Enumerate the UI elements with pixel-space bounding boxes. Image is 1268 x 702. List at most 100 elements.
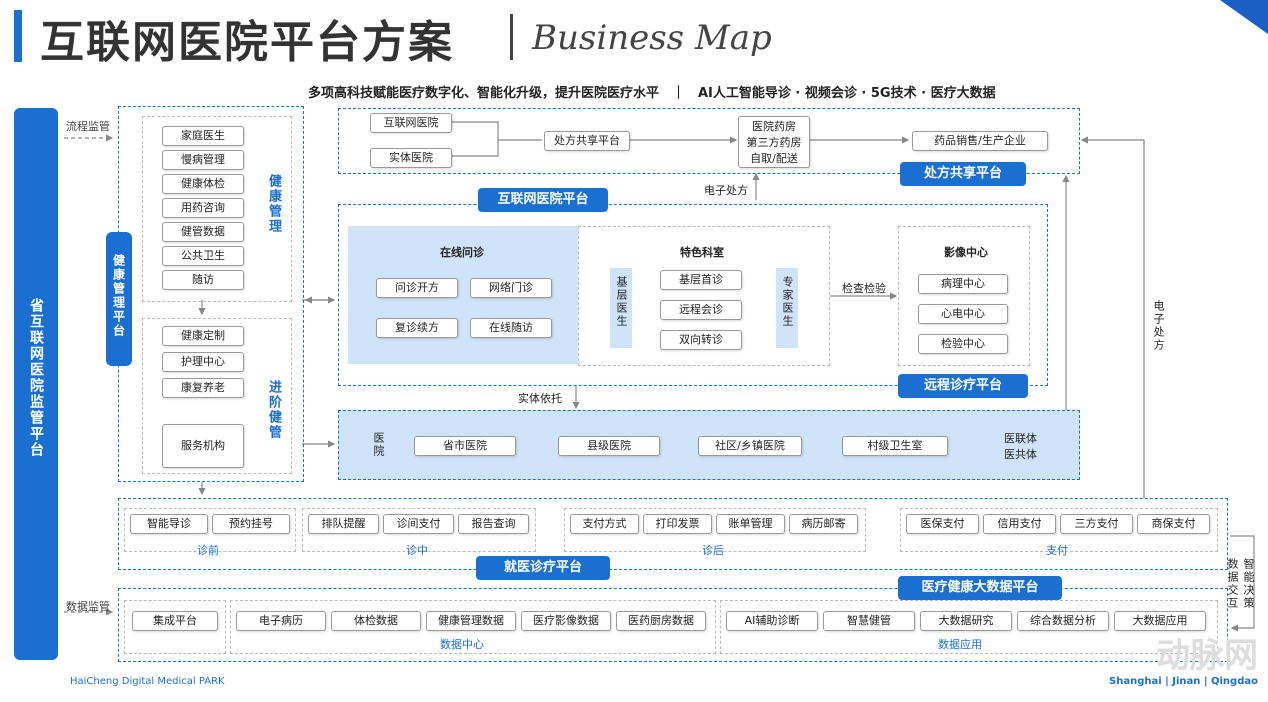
expert-doctor: 专家医生 [776,268,798,348]
regulator-panel: 省互联网医院监管平台 [14,108,58,660]
care-item: 病历邮寄 [789,514,858,534]
tagline: 多项高科技赋能医疗数字化、智能化升级，提升医院医疗水平 ｜ AI人工智能导诊 ·… [308,86,996,101]
data-exchange: 数据交互 [1226,558,1239,610]
base-doctor: 基层医生 [610,268,632,348]
data-app-item: 大数据应用 [1114,611,1206,631]
eprescription-label: 电子处方 [704,184,748,197]
ih-frame [338,204,1048,386]
title-divider [510,14,513,60]
service-institution: 服务机构 [162,424,244,468]
care-item: 预约挂号 [212,514,290,534]
advanced-mgmt-group [142,318,292,474]
internet-hospital-box: 互联网医院 [370,113,452,133]
health-mgmt-platform-label: 健康管理平台 [106,232,132,366]
integration-box: 集成平台 [132,611,218,631]
health-mgmt-item: 健管数据 [162,222,244,242]
care-item: 商保支付 [1137,514,1210,534]
care-section [564,508,866,552]
care-section-label: 诊前 [197,544,219,557]
care-item: 排队提醒 [308,514,379,534]
online-consult-item: 复诊续方 [376,318,458,338]
integration-group [124,600,226,654]
care-platform-label: 就医诊疗平台 [476,556,610,580]
hospital-item: 县级医院 [558,436,660,456]
data-app-item: 智慧健管 [823,611,915,631]
health-mgmt-item: 随访 [162,270,244,290]
online-consult-item: 问诊开方 [376,278,458,298]
care-section-label: 诊中 [406,544,428,557]
ih-platform-label: 互联网医院平台 [478,188,608,212]
corner-decoration [1220,0,1268,34]
advanced-mgmt-group-label: 进阶健管 [266,380,281,440]
care-section [124,508,296,552]
online-consult-title: 在线问诊 [440,246,484,259]
smart-decision: 智能决策 [1242,558,1255,610]
data-center-item: 体检数据 [331,611,421,631]
care-frame [118,498,1228,570]
check-label: 检查检验 [842,282,886,295]
footer-left: HaiCheng Digital Medical PARK [70,676,225,687]
health-mgmt-group-label: 健康管理 [266,174,281,234]
community-label: 医共体 [1004,448,1037,461]
data-app-item: 大数据研究 [920,611,1012,631]
care-item: 信用支付 [983,514,1056,534]
imaging-panel [898,226,1030,366]
bigdata-platform-label: 医疗健康大数据平台 [898,576,1062,600]
health-mgmt-item: 家庭医生 [162,126,244,146]
care-section [302,508,536,552]
flow-supervision-label: 流程监管 [66,120,110,133]
health-mgmt-item: 健康体检 [162,174,244,194]
care-section-label: 诊后 [702,544,724,557]
rx-frame [338,108,1080,174]
hospital-item: 村级卫生室 [842,436,948,456]
data-app-label: 数据应用 [938,638,982,651]
imaging-item: 病理中心 [918,274,1008,294]
remote-platform-label: 远程诊疗平台 [898,374,1028,398]
health-mgmt-item: 公共卫生 [162,246,244,266]
imaging-title: 影像中心 [944,246,988,259]
title-accent-bar [14,10,22,62]
advanced-mgmt-item: 健康定制 [162,326,244,346]
data-center-group [230,600,716,654]
special-dept-item: 远程会诊 [660,300,742,320]
data-center-label: 数据中心 [440,638,484,651]
care-item: 智能导诊 [130,514,208,534]
physical-hospital-box: 实体医院 [370,148,452,168]
online-consult-item: 在线随访 [470,318,552,338]
care-item: 打印发票 [643,514,712,534]
watermark: 动脉网 [1156,636,1258,676]
special-dept-title: 特色科室 [680,246,724,259]
footer-right: Shanghai | Jinan | Qingdao [1109,676,1258,687]
special-dept-panel [578,226,830,366]
page-subtitle: Business Map [532,18,772,58]
data-center-item: 电子病历 [236,611,326,631]
hospital-item: 省市医院 [414,436,516,456]
page-title: 互联网医院平台方案 [40,17,454,68]
alliance-label: 医联体 [1004,432,1037,445]
data-center-item: 医药厨房数据 [616,611,706,631]
care-item: 诊间支付 [383,514,454,534]
care-item: 账单管理 [716,514,785,534]
data-app-item: AI辅助诊断 [726,611,818,631]
advanced-mgmt-item: 护理中心 [162,352,244,372]
health-mgmt-item: 用药咨询 [162,198,244,218]
data-app-item: 综合数据分析 [1017,611,1109,631]
online-consult-item: 网络门诊 [470,278,552,298]
regulator-label: 省互联网医院监管平台 [28,298,44,458]
imaging-item: 检验中心 [918,334,1008,354]
pharma-box: 药品销售/生产企业 [912,131,1048,151]
care-section-label: 支付 [1046,544,1068,557]
care-item: 三方支付 [1060,514,1133,534]
care-item: 报告查询 [458,514,529,534]
data-supervision-label: 数据监管 [66,600,110,613]
health-mgmt-group [142,116,292,302]
care-item: 医保支付 [906,514,979,534]
data-app-group [720,600,1218,654]
care-section [900,508,1218,552]
rx-share-box: 处方共享平台 [544,131,630,151]
care-item: 支付方式 [570,514,639,534]
hospital-label: 医院 [372,432,385,458]
entity-support-label: 实体依托 [518,392,562,405]
advanced-mgmt-item: 康复养老 [162,378,244,398]
special-dept-item: 基层首诊 [660,270,742,290]
